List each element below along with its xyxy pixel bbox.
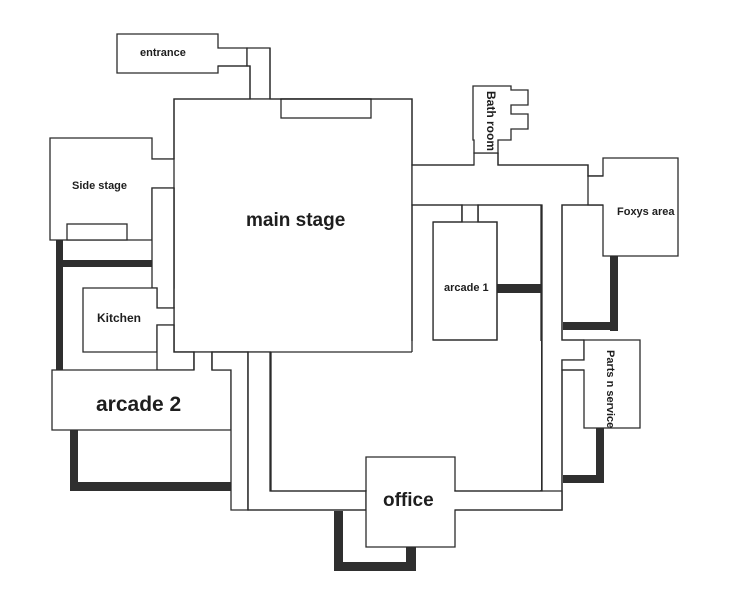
label-arcade-2: arcade 2 xyxy=(96,393,181,416)
wall-parts-link-horizontal xyxy=(563,475,604,483)
wall-arcade2-bottom-left xyxy=(70,430,78,491)
label-side-stage: Side stage xyxy=(72,180,127,192)
floor-fill-3 xyxy=(175,100,411,351)
label-main-stage: main stage xyxy=(246,210,345,231)
wall-foxy-link-vertical xyxy=(610,256,618,331)
wall-side-stage-kitchen xyxy=(56,260,174,267)
label-foxys-area: Foxys area xyxy=(617,206,675,218)
label-office: office xyxy=(383,490,434,511)
room-arcade-2 xyxy=(51,351,232,431)
wall-arcade2-bottom xyxy=(70,482,250,491)
label-bathroom: Bath room xyxy=(484,91,498,151)
wall-office-right xyxy=(406,545,416,571)
dark-walls xyxy=(56,240,618,571)
wall-office-bottom xyxy=(334,562,416,571)
floor-fill-4 xyxy=(413,166,541,204)
wall-arcade1-link xyxy=(497,284,542,293)
label-entrance: entrance xyxy=(140,47,186,59)
room-arcade-1 xyxy=(432,204,498,341)
floor-fill-2 xyxy=(271,341,541,490)
label-parts-n-service: Parts n service xyxy=(604,350,616,428)
label-kitchen: Kitchen xyxy=(97,311,141,325)
room-bathroom xyxy=(472,85,529,154)
side-stage-platform xyxy=(66,223,128,241)
wall-side-stage-left xyxy=(56,240,63,370)
floor-fill-1 xyxy=(413,206,433,352)
label-arcade-1: arcade 1 xyxy=(444,282,489,294)
wall-foxy-link-horizontal xyxy=(563,322,618,330)
outline-overlay xyxy=(173,48,603,511)
wall-office-left xyxy=(334,511,343,571)
wall-parts-link-vertical xyxy=(596,428,604,483)
